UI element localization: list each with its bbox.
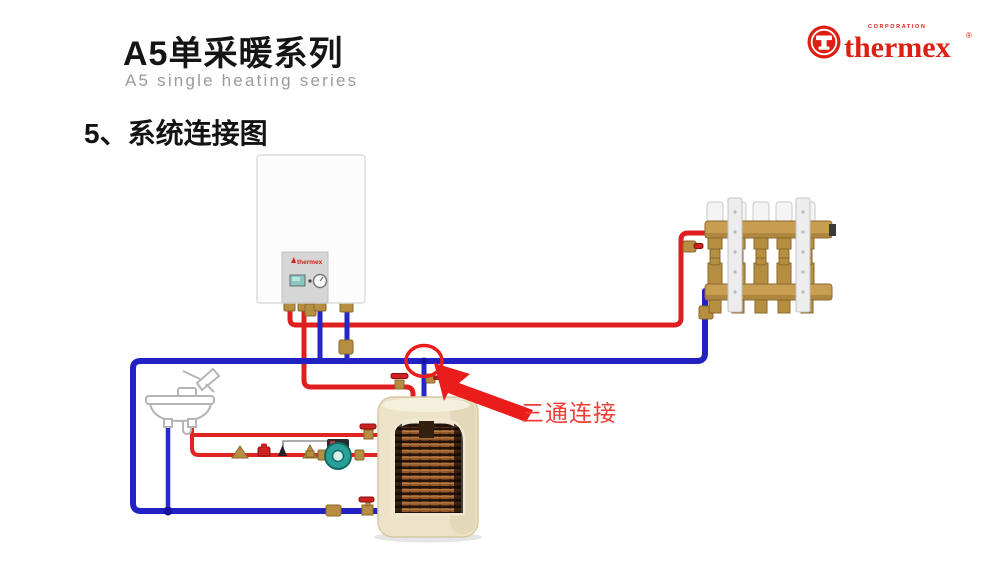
tank-feed-valve <box>390 373 409 390</box>
red-supply-pipes <box>190 230 711 457</box>
wall-hung-boiler: thermex <box>256 154 366 304</box>
temp-sensor-icon <box>278 445 287 456</box>
pipe-union-icon <box>325 504 342 517</box>
tee-annotation <box>404 343 533 422</box>
wash-basin <box>145 367 221 436</box>
bottom-line-fittings <box>325 496 375 517</box>
copper-coil <box>395 421 463 513</box>
faucet-icon <box>195 367 221 392</box>
circulation-pump <box>317 439 365 470</box>
tee-connection-label: 三通连接 <box>521 400 617 426</box>
manifold-riser-valve <box>682 240 704 253</box>
logo-brand-text: thermex <box>844 31 951 64</box>
section-heading: 5、系统连接图 <box>84 118 268 149</box>
tee-junction <box>420 357 428 365</box>
boiler-pipe-fittings <box>283 301 354 355</box>
boiler-flame-icon <box>291 257 296 263</box>
pipe-junction <box>163 506 173 516</box>
check-valve-icon <box>257 443 271 457</box>
manifold-brackets <box>727 197 811 313</box>
annotation-circle <box>404 343 444 379</box>
page-title: A5单采暖系列 <box>123 35 344 73</box>
red-handle-valve-upper <box>359 423 377 440</box>
boiler-brand-text: thermex <box>297 259 323 266</box>
thermex-emblem-icon <box>807 25 841 59</box>
annotation-arrow-icon <box>434 363 533 422</box>
page-subtitle: A5 single heating series <box>125 71 359 90</box>
red-handle-valve-bottom <box>358 496 375 516</box>
heating-manifold <box>698 197 836 320</box>
logo-registered-mark: ® <box>966 31 972 40</box>
thermex-logo: CORPORATION thermex ® <box>798 16 993 68</box>
coil-buffer-tank <box>374 396 482 543</box>
cone-valve-icon <box>231 445 249 459</box>
pump-loop-components <box>231 423 377 470</box>
brass-valve-icon <box>302 443 318 459</box>
logo-corporation-text: CORPORATION <box>868 24 926 30</box>
